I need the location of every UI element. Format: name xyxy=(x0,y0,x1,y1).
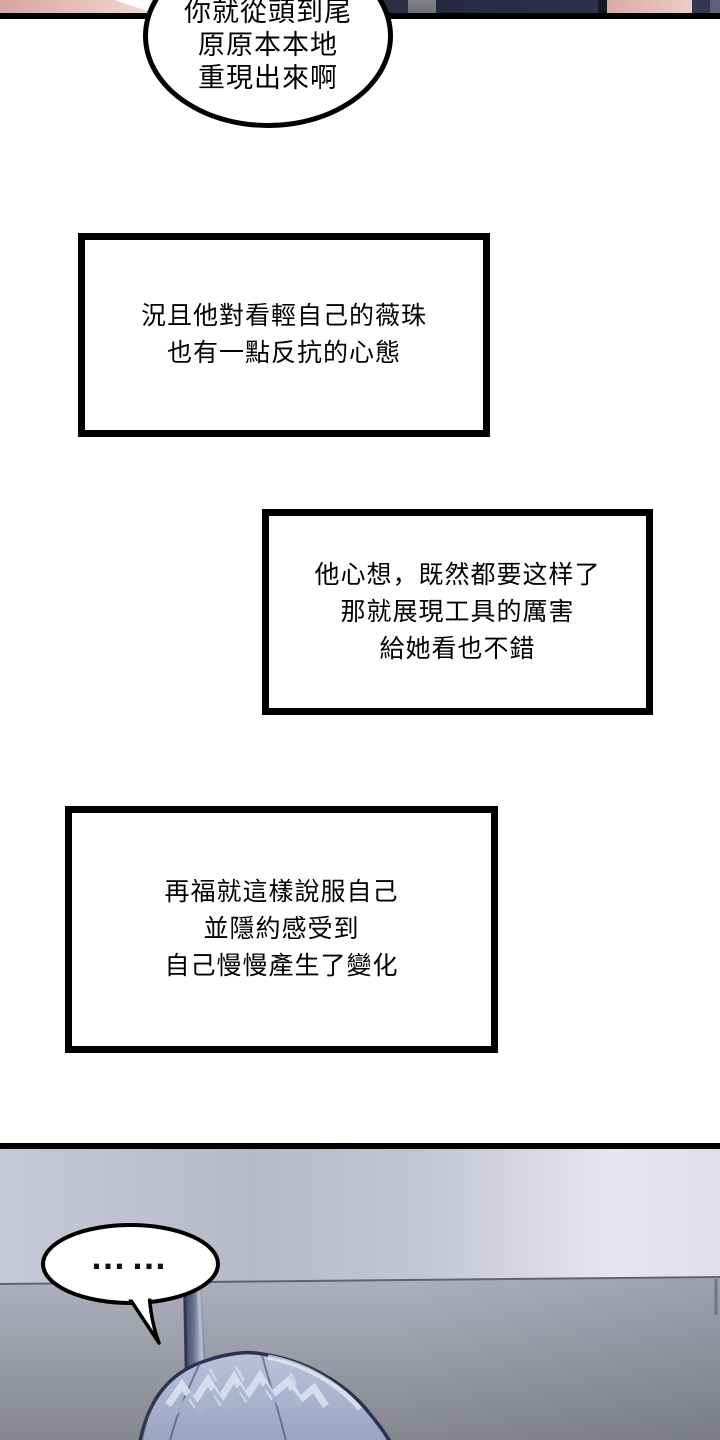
bubble-line: 原原本本地 xyxy=(198,30,338,60)
narration-text: 再福就這樣說服自己 並隱約感受到 自己慢慢產生了變化 xyxy=(164,874,398,985)
hair-strand-line xyxy=(141,1404,153,1440)
panel-divider-line xyxy=(0,1143,720,1149)
narration-text: 況且他對看輕自己的薇珠 也有一點反抗的心態 xyxy=(141,298,427,372)
bubble-line: 你就從頭到尾 xyxy=(184,0,352,27)
character-hair xyxy=(138,1350,391,1440)
narration-line: 再福就這樣說服自己 xyxy=(164,878,399,906)
skin-art-fragment-right xyxy=(607,0,692,13)
narration-line: 況且他對看輕自己的薇珠 xyxy=(140,302,427,330)
skin-art-fragment-left xyxy=(0,0,153,13)
shadow-art-fragment xyxy=(598,0,607,13)
hair-rim-light xyxy=(267,1354,362,1411)
ellipsis-dots: …… xyxy=(90,1236,172,1277)
speech-bubble-text: 你就從頭到尾 原原本本地 重現出來啊 xyxy=(143,0,393,95)
bubble-line: 重現出來啊 xyxy=(198,63,338,93)
gray-art-fragment xyxy=(710,0,720,13)
hair-highlight-zigzag xyxy=(174,1382,306,1415)
narration-box-1: 況且他對看輕自己的薇珠 也有一點反抗的心態 xyxy=(78,233,490,437)
clothing-art-fragment xyxy=(436,0,598,13)
narration-line: 並隱約感受到 xyxy=(203,915,360,943)
narration-line: 自己慢慢產生了變化 xyxy=(164,952,399,980)
bubble-interior xyxy=(46,1228,215,1300)
narration-line: 那就展現工具的厲害 xyxy=(340,597,575,626)
narration-box-2: 他心想，既然都要这样了 那就展現工具的厲害 給她看也不錯 xyxy=(262,509,653,715)
narration-line: 他心想，既然都要这样了 xyxy=(314,560,601,589)
scene-art: …… xyxy=(0,1143,720,1440)
narration-text: 他心想，既然都要这样了 那就展現工具的厲害 給她看也不錯 xyxy=(314,557,600,668)
gray-art-fragment xyxy=(408,0,441,13)
hair-highlight-ticks xyxy=(208,1366,298,1386)
narration-line: 也有一點反抗的心態 xyxy=(166,339,401,367)
clothing-art-fragment xyxy=(692,0,710,13)
narration-line: 給她看也不錯 xyxy=(379,634,536,663)
scene-panel: …… xyxy=(0,1143,720,1440)
narration-box-3: 再福就這樣說服自己 並隱約感受到 自己慢慢產生了變化 xyxy=(65,806,498,1053)
